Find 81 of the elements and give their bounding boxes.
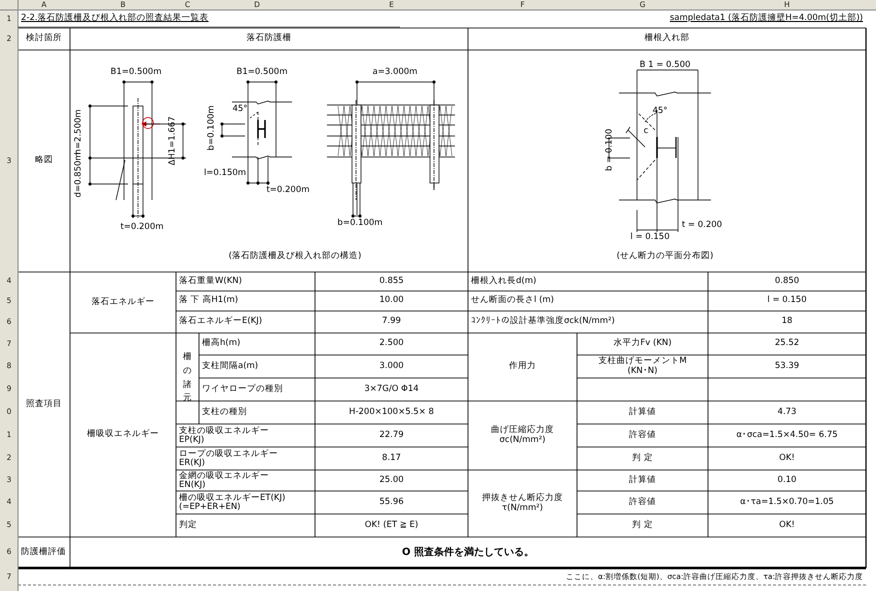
- row-label: 略図: [35, 156, 53, 166]
- cell-value: 0.10: [778, 476, 796, 486]
- row-label: 曲げ圧縮応力度 σc(N/mm²): [490, 426, 555, 446]
- cell-value: 4.73: [778, 408, 796, 418]
- cell-value: OK!: [779, 454, 795, 464]
- cell-label: 支柱の種別: [202, 408, 247, 418]
- cell-value: 53.39: [774, 362, 800, 372]
- header-text: 柵根入れ部: [644, 34, 690, 44]
- cell-value: H-200×100×5.5× 8: [349, 408, 434, 418]
- dimension-label: B 1 = 0.500: [640, 61, 690, 71]
- cell-value: 3.000: [379, 362, 404, 372]
- cell-label: 柵根入れ長d(m): [471, 276, 536, 286]
- cell-label: せん断面の長さl (m): [471, 296, 554, 306]
- cell-label: 柵高h(m): [202, 339, 240, 349]
- row-label: 照査項目: [26, 400, 62, 410]
- dimension-label: a=3.000m: [372, 68, 418, 78]
- dimension-label: 45°: [232, 105, 248, 115]
- cell-value: 22.79: [379, 430, 404, 440]
- cell-value: OK!: [779, 520, 795, 530]
- dimension-label: l=0.150m: [204, 169, 246, 179]
- cell-label: 落石エネルギーE(KJ): [179, 317, 262, 327]
- cell-value: 7.99: [382, 317, 401, 327]
- cell-value: 2.500: [379, 339, 404, 349]
- cell-label: 判 定: [632, 454, 653, 464]
- row-label: 柵吸収エネルギー: [87, 430, 159, 440]
- dimension-label: h=2.500m: [75, 109, 85, 155]
- cell-label: 落 下 高H1(m): [179, 296, 238, 306]
- cell-value: 8.17: [382, 454, 401, 464]
- cell-label: 支柱曲げモーメントM (KN･N): [598, 356, 688, 376]
- dimension-label: t = 0.200: [682, 221, 722, 231]
- verdict-text: O 照査条件を満たしている。: [402, 546, 534, 558]
- dimension-label: b=0.100m: [337, 219, 383, 229]
- cell-label: 支柱間隔a(m): [202, 362, 258, 372]
- cell-label: 水平力Fv (KN): [613, 339, 672, 349]
- row-label: 柵の諸元: [182, 351, 192, 406]
- dimension-label: B1=0.500m: [110, 68, 162, 78]
- drawing-caption: (せん断力の平面分布図): [616, 252, 714, 262]
- cell-value: l = 0.150: [767, 296, 807, 306]
- cell-value: 18: [782, 317, 792, 327]
- cell-label: ｺﾝｸﾘｰﾄの設計基準強度σck(N/mm²): [471, 317, 615, 327]
- cell-value: 55.96: [379, 498, 404, 508]
- cell-value: 0.850: [774, 276, 800, 286]
- dimension-label: l = 0.150: [630, 233, 670, 243]
- cell-value: 25.00: [379, 476, 404, 486]
- dimension-label: c: [644, 127, 648, 137]
- cell-label: 金網の吸収エネルギー EN(KJ): [179, 472, 270, 490]
- dimension-label: d=0.850m: [75, 152, 85, 198]
- cell-label: 許容値: [629, 430, 656, 440]
- cell-label: 計算値: [629, 408, 656, 418]
- cell-label: ロープの吸収エネルギー ER(KJ): [179, 450, 279, 468]
- dimension-label: b=0.100m: [208, 105, 218, 151]
- cell-value: 25.52: [774, 339, 800, 349]
- dimension-label: b = 0.100: [605, 128, 615, 172]
- row-label: 防護柵評価: [21, 548, 66, 558]
- cell-label: 許容値: [629, 498, 656, 508]
- row-label: 落石エネルギー: [92, 298, 154, 308]
- dimension-label: B1=0.500m: [236, 68, 288, 78]
- row-label: 作用力: [509, 362, 536, 372]
- cell-label: 判定: [179, 520, 197, 530]
- dimension-label: 45°: [652, 107, 668, 117]
- cell-value: OK! (ET ≧ E): [364, 520, 418, 530]
- cell-label: 計算値: [629, 476, 656, 486]
- dimension-label: t=0.200m: [266, 186, 310, 196]
- drawing-caption: (落石防護柵及び根入れ部の構造): [228, 252, 362, 262]
- cell-value: 0.855: [379, 276, 404, 286]
- sheet-subtitle: sampledata1 (落石防護擁壁H=4.00m(切土部)): [670, 14, 863, 24]
- cell-value: 3×7G/O Φ14: [364, 384, 419, 394]
- cell-value: 10.00: [379, 296, 404, 306]
- header-text: 落石防護柵: [246, 34, 292, 44]
- cell-label: 支柱の吸収エネルギー EP(KJ): [179, 426, 270, 444]
- row-label: 押抜きせん断応力度 τ(N/mm²): [481, 494, 564, 514]
- cell-label: 落石重量W(KN): [179, 276, 242, 286]
- cell-label: ワイヤロープの種別: [202, 384, 283, 394]
- cell-value: α･τa=1.5×0.70=1.05: [740, 498, 834, 508]
- header-text: 検討箇所: [26, 34, 62, 44]
- dimension-label: t=0.200m: [120, 223, 164, 233]
- cell-value: α･σca=1.5×4.50= 6.75: [736, 430, 838, 440]
- dimension-label: ΔH1=1.667: [169, 116, 179, 166]
- sheet-title: 2-2.落石防護柵及び根入れ部の照査結果一覧表: [21, 14, 209, 24]
- cell-label: 判 定: [632, 520, 653, 530]
- cell-label: 柵の吸収エネルギーET(KJ) (=EP+ER+EN): [179, 494, 286, 512]
